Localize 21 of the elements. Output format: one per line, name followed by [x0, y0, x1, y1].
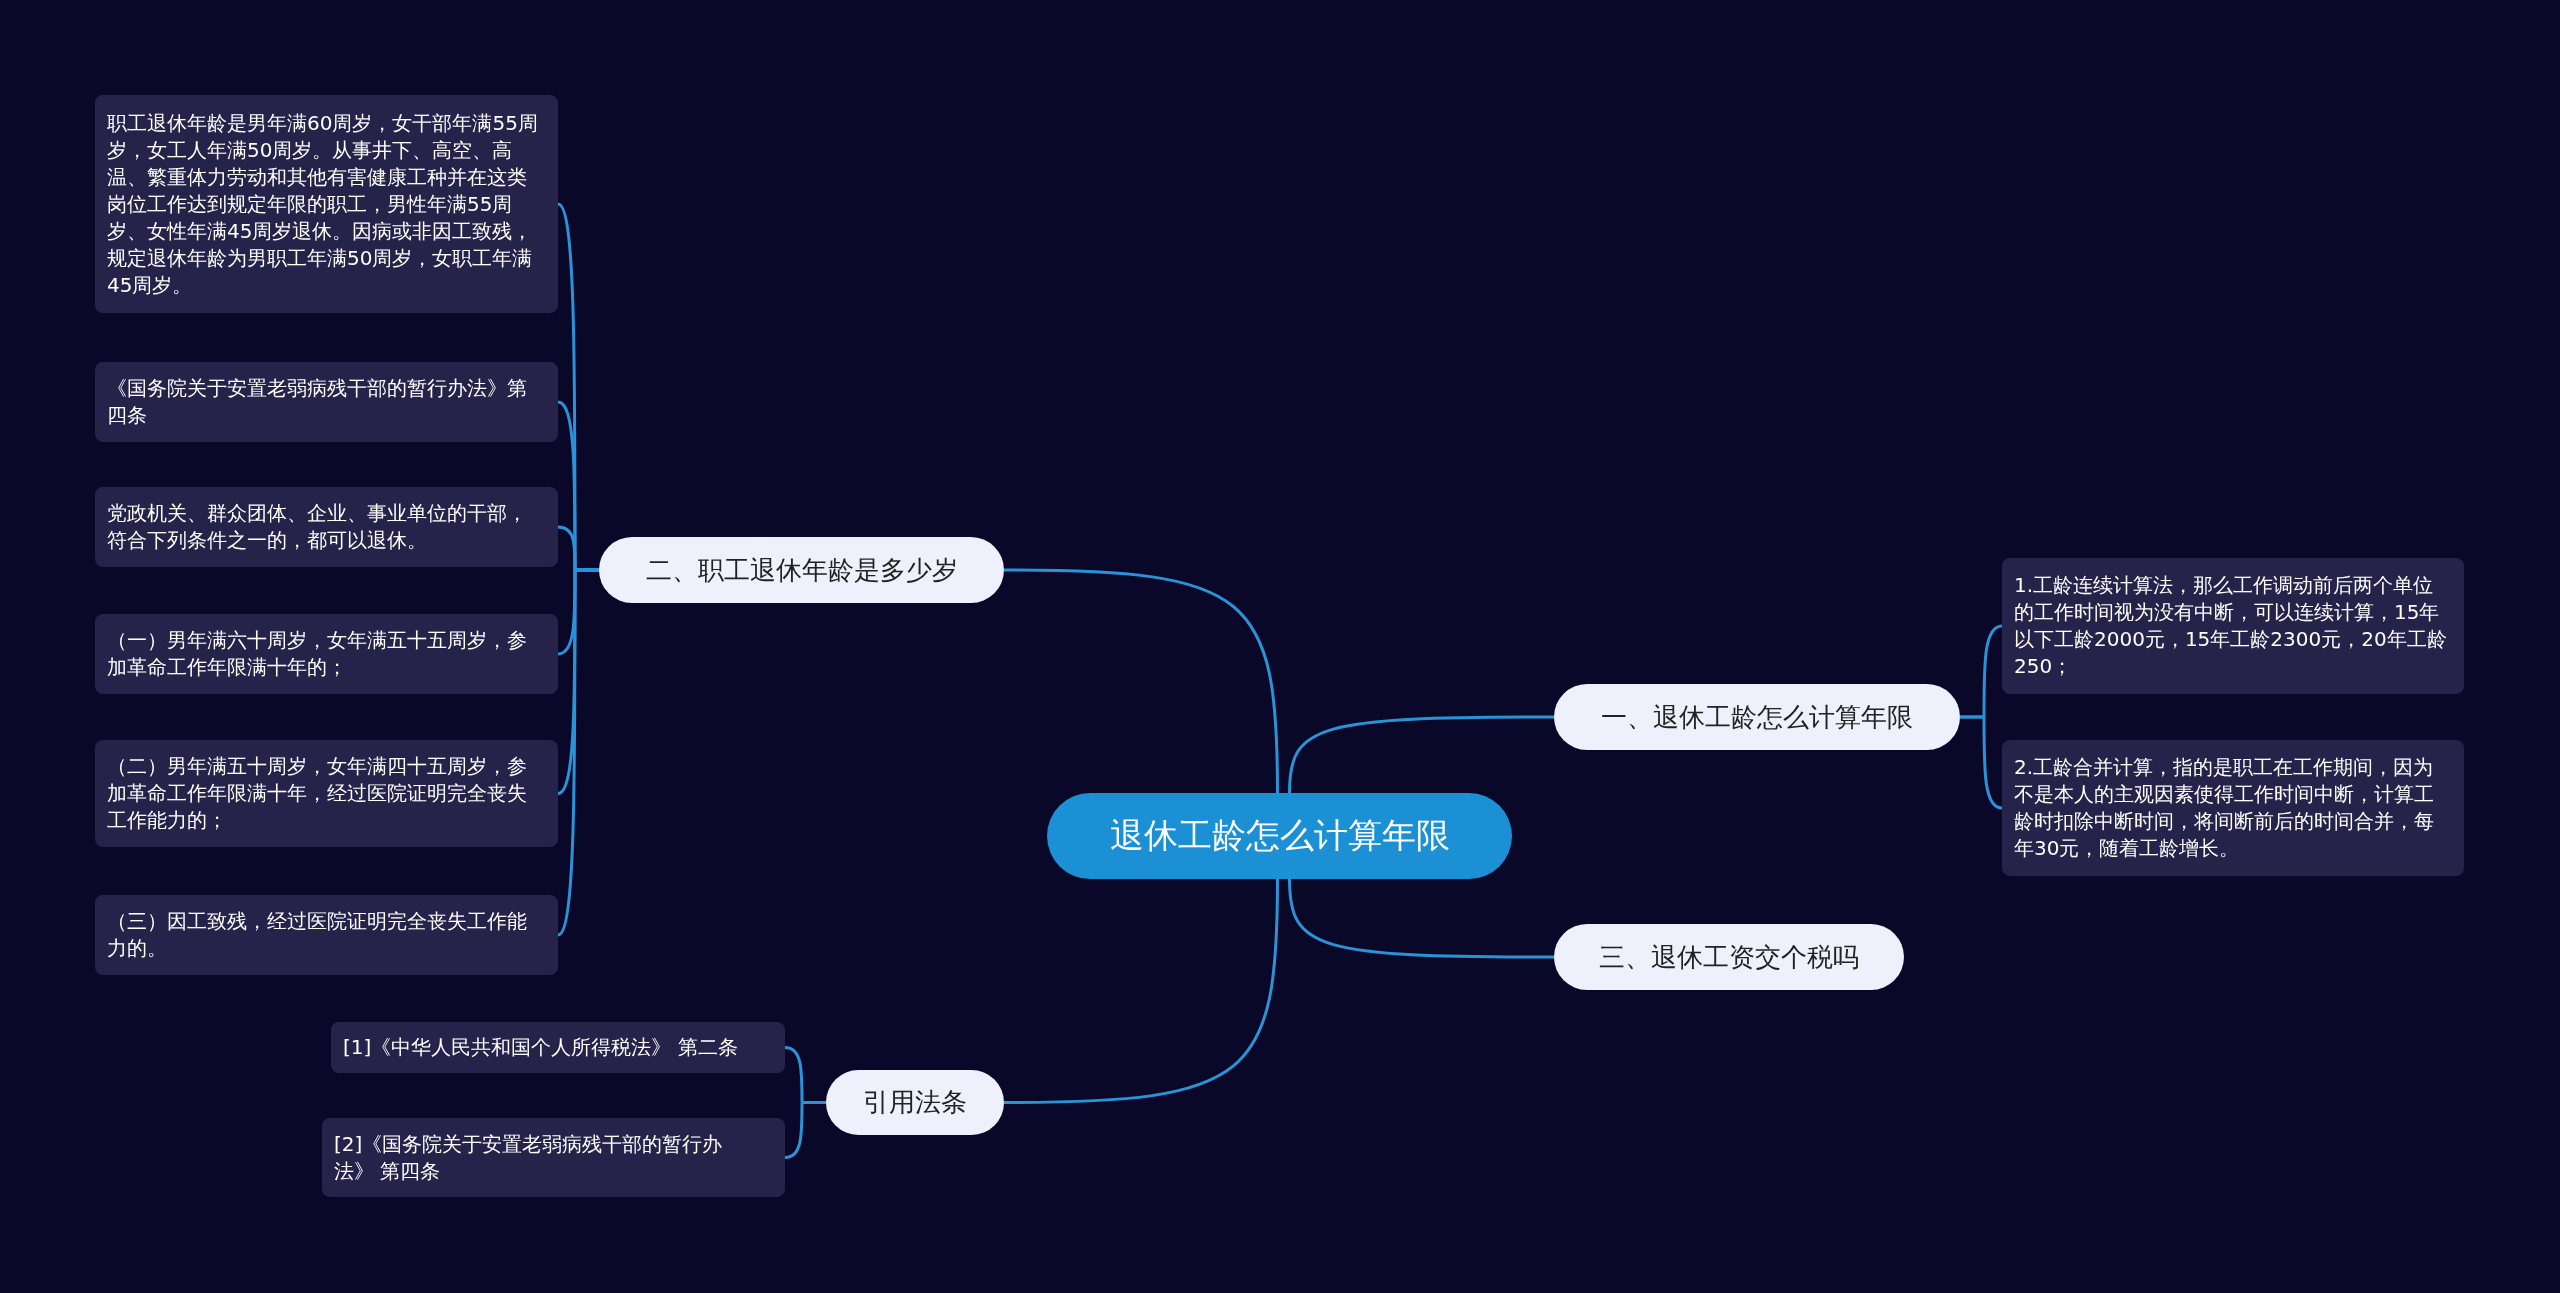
- connector-line: [1288, 878, 1554, 959]
- note-card: 2.工龄合并计算，指的是职工在工作期间，因为不是本人的主观因素使得工作时间中断，计算工龄时扣除中断时间，将间断前后的时间合并，每年30元，随着工龄增长。: [2002, 740, 2464, 876]
- note-card: （一）男年满六十周岁，女年满五十五周岁，参加革命工作年限满十年的；: [95, 614, 558, 694]
- topic-pill: 三、退休工资交个税吗: [1554, 924, 1904, 990]
- connector-line: [1004, 568, 1279, 794]
- central-topic: 退休工龄怎么计算年限: [1047, 793, 1512, 879]
- note-card: 职工退休年龄是男年满60周岁，女干部年满55周岁，女工人年满50周岁。从事井下、高空、高温、繁重体力劳动和其他有害健康工种并在这类岗位工作达到规定年限的职工，男性年满55周岁、女性年满45周岁退休。因病或非因工致残，规定退休年龄为男职工年满50周岁，女职工年满45周岁。: [95, 95, 558, 313]
- connector-line: [1958, 715, 2004, 810]
- connector-line: [783, 1101, 828, 1159]
- note-card: （三）因工致残，经过医院证明完全丧失工作能力的。: [95, 895, 558, 975]
- note-card: （二）男年满五十周岁，女年满四十五周岁，参加革命工作年限满十年，经过医院证明完全丧失工作能力的；: [95, 740, 558, 847]
- note-card: [2]《国务院关于安置老弱病残干部的暂行办法》 第四条: [322, 1118, 785, 1197]
- note-card: [1]《中华人民共和国个人所得税法》 第二条: [331, 1022, 785, 1073]
- note-card: 党政机关、群众团体、企业、事业单位的干部，符合下列条件之一的，都可以退休。: [95, 487, 558, 567]
- topic-pill: 二、职工退休年龄是多少岁: [599, 537, 1004, 603]
- note-card: 《国务院关于安置老弱病残干部的暂行办法》第四条: [95, 362, 558, 442]
- connector-line: [1288, 715, 1554, 794]
- connector-line: [1004, 878, 1279, 1104]
- topic-pill: 引用法条: [826, 1070, 1004, 1135]
- note-card: 1.工龄连续计算法，那么工作调动前后两个单位的工作时间视为没有中断，可以连续计算，15年以下工龄2000元，15年工龄2300元，20年工龄250；: [2002, 558, 2464, 694]
- topic-pill: 一、退休工龄怎么计算年限: [1554, 684, 1960, 750]
